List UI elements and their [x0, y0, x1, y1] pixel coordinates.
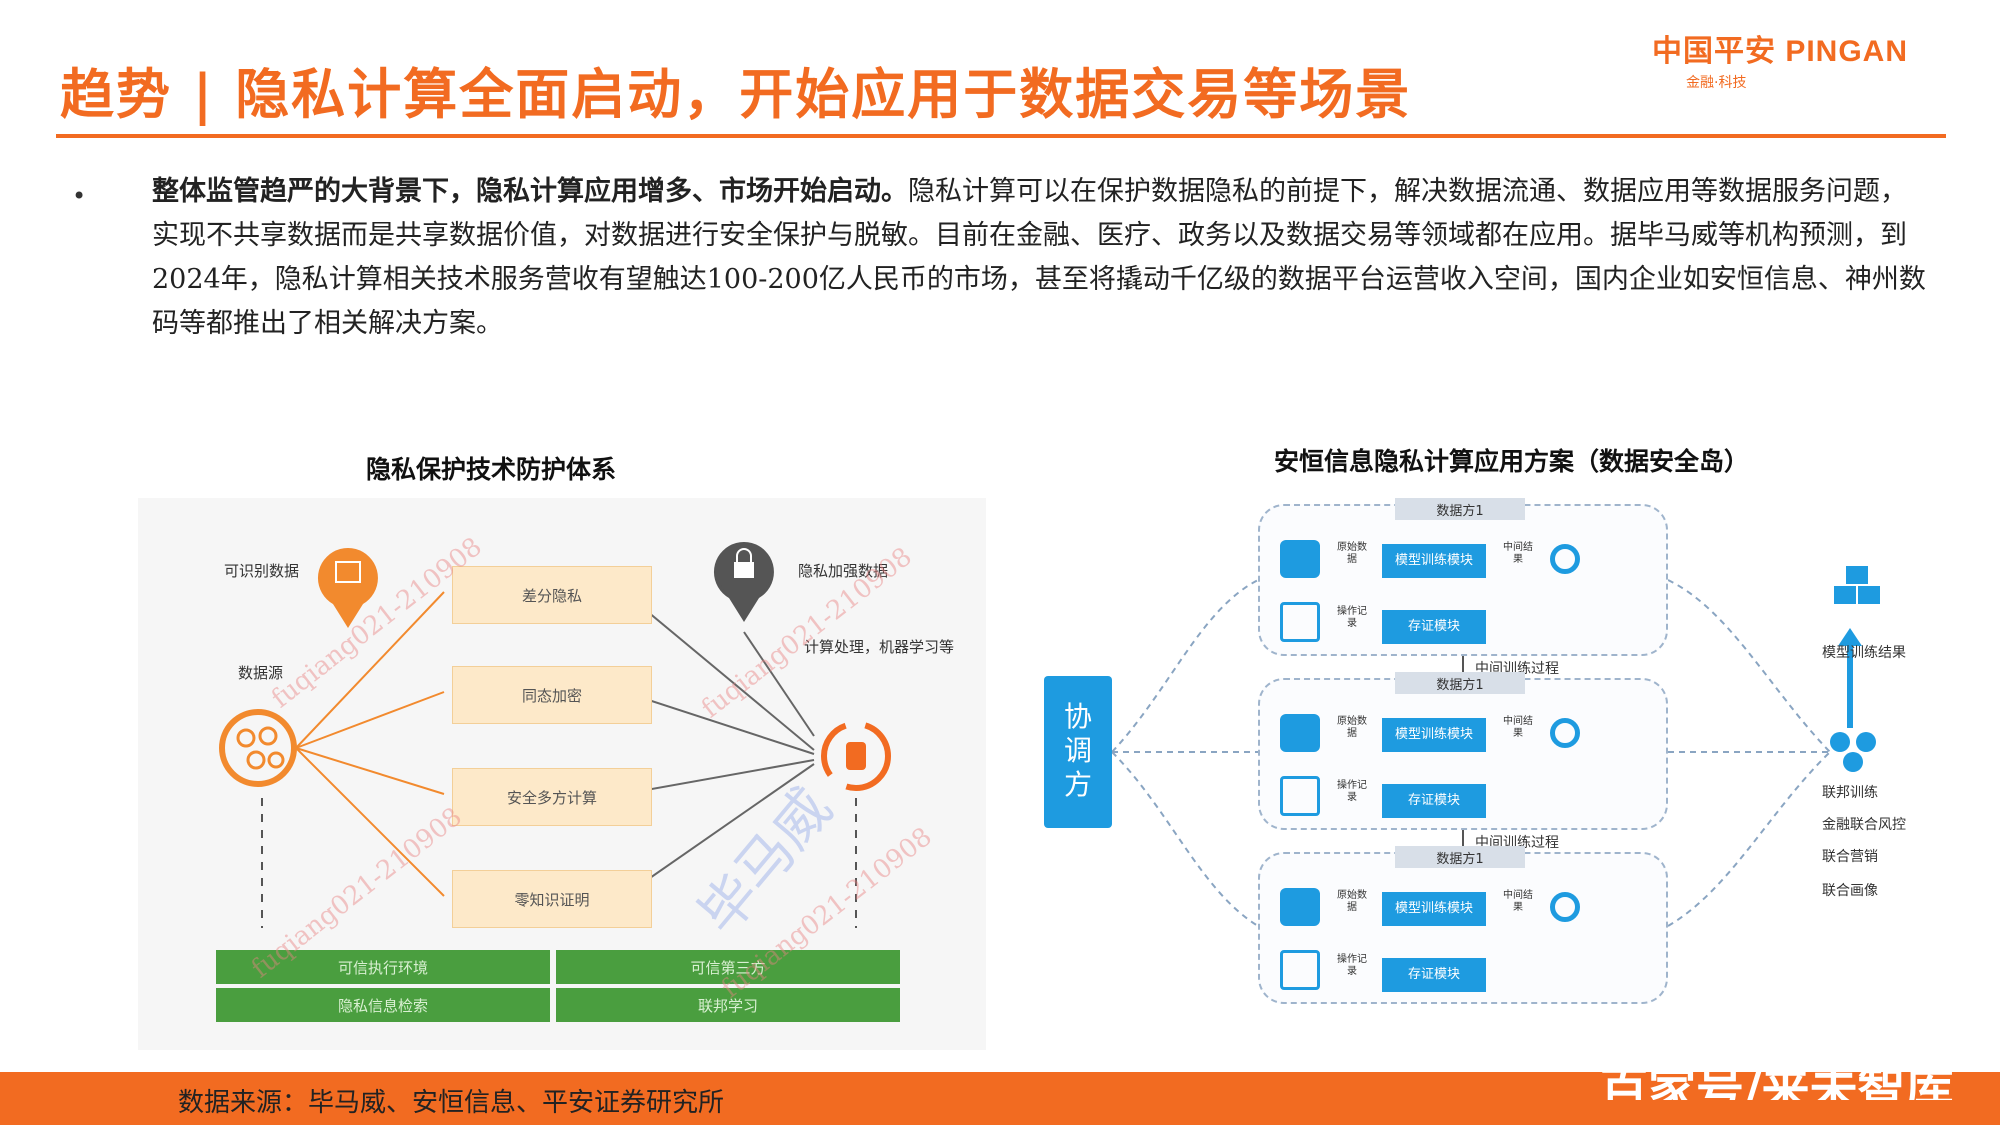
data-security-island-diagram: 协调方 数据方1 原始数据 模型训练模块 中间结果 操作记录 存证模块 中间训练… [1030, 490, 1930, 1020]
foundation-federated-learning: 联邦学习 [556, 988, 900, 1022]
mid-result-label: 中间结果 [1503, 716, 1533, 739]
train-module-box: 模型训练模块 [1382, 892, 1486, 926]
database-icon [1280, 888, 1320, 926]
gear-icon [1550, 544, 1580, 574]
privacy-diagram-lines [219, 542, 891, 928]
coordinator-label: 协调方 [1063, 700, 1092, 801]
op-log-label: 操作记录 [1337, 780, 1367, 803]
body-paragraph: 整体监管趋严的大背景下，隐私计算应用增多、市场开始启动。隐私计算可以在保护数据隐… [152, 170, 1932, 346]
identifiable-data-label: 可识别数据 [224, 562, 300, 580]
party-title: 数据方1 [1395, 672, 1525, 694]
technique-mpc: 安全多方计算 [452, 768, 652, 826]
coordinator-box: 协调方 [1044, 676, 1112, 828]
compute-label: 计算处理，机器学习等 [804, 638, 955, 656]
mid-result-label: 中间结果 [1503, 890, 1533, 913]
use-joint-profiling: 联合画像 [1822, 883, 1878, 899]
log-icon [1280, 602, 1320, 642]
log-icon [1280, 776, 1320, 816]
database-icon [1280, 540, 1320, 578]
foundation-pir: 隐私信息检索 [216, 988, 550, 1022]
use-federated-training: 联邦训练 [1822, 785, 1878, 801]
privacy-tech-diagram: 可识别数据 数据源 隐私加强数据 计算处理，机器学习等 差分隐私 同态加密 安全… [138, 498, 986, 1050]
raw-data-label: 原始数据 [1337, 890, 1367, 913]
party-title: 数据方1 [1395, 846, 1525, 868]
data-party-1: 数据方1 原始数据 模型训练模块 中间结果 操作记录 存证模块 [1258, 498, 1668, 656]
database-icon [1280, 714, 1320, 752]
left-figure-caption: 隐私保护技术防护体系 [366, 455, 617, 484]
raw-data-label: 原始数据 [1337, 542, 1367, 565]
page-title: 趋势 | 隐私计算全面启动，开始应用于数据交易等场景 [60, 62, 1412, 126]
technique-homomorphic-encryption: 同态加密 [452, 666, 652, 724]
footer-bar [0, 1072, 2000, 1125]
data-party-2: 数据方1 原始数据 模型训练模块 中间结果 操作记录 存证模块 [1258, 672, 1668, 830]
use-risk-control: 金融联合风控 [1822, 817, 1906, 833]
pingan-logo: 中国平安 PINGAN 金融·科技 [1652, 26, 1972, 91]
data-party-3: 数据方1 原始数据 模型训练模块 中间结果 操作记录 存证模块 [1258, 846, 1668, 1004]
data-source-label: 数据源 [238, 664, 284, 682]
gear-icon [1550, 892, 1580, 922]
mid-result-label: 中间结果 [1503, 542, 1533, 565]
proof-module-box: 存证模块 [1382, 784, 1486, 818]
raw-data-label: 原始数据 [1337, 716, 1367, 739]
technique-zkp: 零知识证明 [452, 870, 652, 928]
gear-icon [1550, 718, 1580, 748]
technique-differential-privacy: 差分隐私 [452, 566, 652, 624]
foundation-tee: 可信执行环境 [216, 950, 550, 984]
log-icon [1280, 950, 1320, 990]
logo-main-text: 中国平安 PINGAN [1652, 35, 1909, 68]
title-divider [56, 134, 1946, 138]
op-log-label: 操作记录 [1337, 606, 1367, 629]
enhanced-data-label: 隐私加强数据 [798, 562, 889, 580]
right-figure-caption: 安恒信息隐私计算应用方案（数据安全岛） [1274, 447, 1750, 476]
foundation-trusted-third-party: 可信第三方 [556, 950, 900, 984]
paragraph-text: 隐私计算可以在保护数据隐私的前提下，解决数据流通、数据应用等数据服务问题，实现不… [152, 176, 1926, 339]
paragraph-lead: 整体监管趋严的大背景下，隐私计算应用增多、市场开始启动。 [152, 176, 908, 207]
op-log-label: 操作记录 [1337, 954, 1367, 977]
footer-watermark: 百家号/来未智库 [1600, 1062, 1954, 1100]
logo-sub-text: 金融·科技 [1686, 75, 1747, 91]
proof-module-box: 存证模块 [1382, 610, 1486, 644]
data-source-note: 数据来源：毕马威、安恒信息、平安证券研究所 [178, 1088, 725, 1118]
party-title: 数据方1 [1395, 498, 1525, 520]
use-joint-marketing: 联合营销 [1822, 849, 1878, 865]
train-module-box: 模型训练模块 [1382, 544, 1486, 578]
model-result-label: 模型训练结果 [1822, 645, 1906, 661]
proof-module-box: 存证模块 [1382, 958, 1486, 992]
bullet-icon: • [72, 182, 87, 210]
train-module-box: 模型训练模块 [1382, 718, 1486, 752]
